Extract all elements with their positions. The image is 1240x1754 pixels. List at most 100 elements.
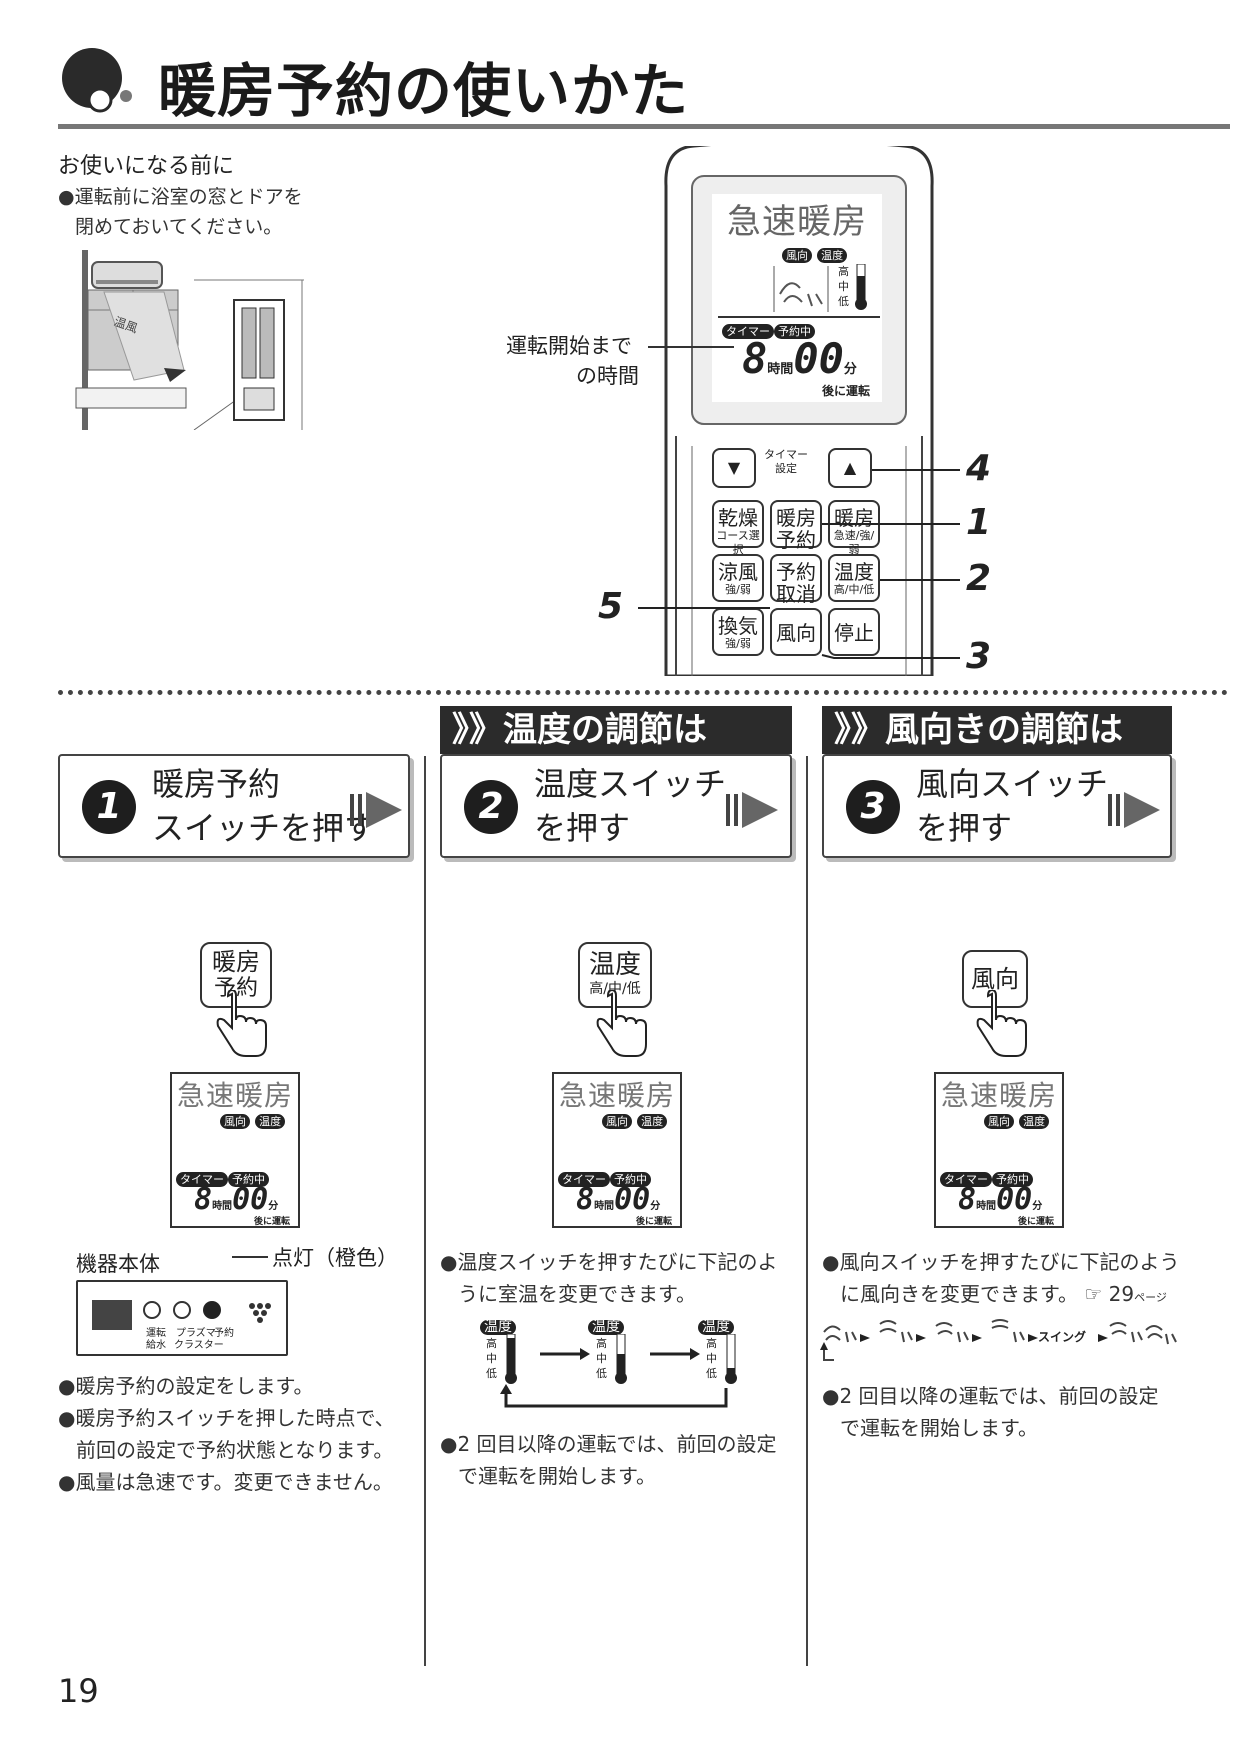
col2-desc-a: ●温度スイッチを押すたびに下記のよ xyxy=(440,1250,778,1274)
timer-label-2: 設定 xyxy=(775,462,797,475)
unit-lamps xyxy=(143,1301,221,1319)
step-2-line2: を押す xyxy=(534,809,631,847)
timer-down-button[interactable]: ▼ xyxy=(712,448,756,488)
page-number: 19 xyxy=(58,1672,99,1710)
unit-panel: 運転 給水 プラズマ クラスター 予約 xyxy=(76,1280,288,1356)
callout-4: 4 xyxy=(966,448,992,489)
lamp-cluster: クラスター xyxy=(174,1340,224,1351)
unit-display xyxy=(92,1300,132,1330)
step-2-lcd: 急速暖房 風向 温度 タイマー予約中 8時間00分 後に運転 xyxy=(552,1072,682,1228)
remote-lcd-louver-icon xyxy=(772,264,832,318)
step-3-box: 3 風向スイッチ を押す xyxy=(822,754,1172,858)
remote-lcd: 急速暖房 風向 温度 高 中 低 タイマー予約中 8時間00分 後に運転 xyxy=(712,194,882,402)
heating-button[interactable]: 暖房急速/強/弱 xyxy=(828,500,880,556)
thermometer-high-icon xyxy=(505,1334,517,1384)
thermometer-low-icon xyxy=(725,1334,737,1384)
step-3-hand-icon xyxy=(976,990,1027,1057)
col1-note2b: 前回の設定で予約状態となります。 xyxy=(76,1438,394,1462)
col3-note-b: で運転を開始します。 xyxy=(840,1416,1038,1440)
wind-direction-button[interactable]: 風向 xyxy=(770,608,822,656)
remote-time-label-line1: 運転開始まで xyxy=(506,334,632,358)
remote-lcd-timer: タイマー xyxy=(722,324,774,339)
remote-lcd-ondo: 温度 xyxy=(817,248,848,263)
col3-note-a: ●2 回目以降の運転では、前回の設定 xyxy=(822,1384,1159,1408)
intro-bullet-line2: 閉めておいてください。 xyxy=(75,216,283,238)
reservation-cancel-button[interactable]: 予約取消 xyxy=(770,554,822,605)
step-3-line1: 風向スイッチ xyxy=(916,765,1109,803)
page-ref-link[interactable]: ☞ 29 xyxy=(1084,1282,1135,1306)
step-1-hand-icon xyxy=(216,990,267,1057)
timer-label-1: タイマー xyxy=(764,448,808,461)
callout-1: 1 xyxy=(966,502,992,543)
step-3-lcd: 急速暖房 風向 温度 タイマー予約中 8時間00分 後に運転 xyxy=(934,1072,1064,1228)
step-1-number: 1 xyxy=(82,780,136,834)
remote-lcd-minutes-unit: 分 xyxy=(843,362,857,377)
col2-desc-b: うに室温を変更できます。 xyxy=(458,1282,696,1306)
page-ref-unit: ページ xyxy=(1134,1291,1167,1304)
step-3-next-arrow-icon xyxy=(1108,792,1160,828)
cool-air-button[interactable]: 涼風強/弱 xyxy=(712,554,764,602)
lamp-unten: 運転 xyxy=(146,1328,166,1339)
col3-desc-b-text: に風向きを変更できます。 xyxy=(840,1282,1078,1306)
step-1-next-arrow-icon xyxy=(350,792,402,828)
intro-bullet-line1: ●運転前に浴室の窓とドアを xyxy=(58,186,303,208)
remote-lcd-thermometer-icon xyxy=(854,263,868,316)
sharp-logo-icon xyxy=(249,1303,271,1323)
lamp-leader xyxy=(232,1256,268,1258)
col2-note-b: で運転を開始します。 xyxy=(458,1464,656,1488)
step-2-line1: 温度スイッチ xyxy=(534,765,727,803)
col1-note2a: ●暖房予約スイッチを押した時点で、 xyxy=(58,1406,395,1430)
callout-2: 2 xyxy=(966,558,992,599)
therm-1-label: 温度 xyxy=(480,1320,516,1335)
step-2-hand-icon xyxy=(596,990,647,1057)
timer-up-button[interactable]: ▲ xyxy=(828,448,872,488)
col3-desc-a: ●風向スイッチを押すたびに下記のよう xyxy=(822,1250,1180,1274)
title-icon xyxy=(58,44,138,114)
therm-3-label: 温度 xyxy=(698,1320,734,1335)
remote-time-label-line2: の時間 xyxy=(576,364,639,388)
step-1-line1: 暖房予約 xyxy=(152,765,281,803)
remote-lcd-minutes: 00 xyxy=(793,334,844,383)
step-1-line2: スイッチを押す xyxy=(152,809,377,847)
step-3-number: 3 xyxy=(846,780,900,834)
remote-lcd-yoyaku: 予約中 xyxy=(774,324,815,339)
remote-lcd-low: 低 xyxy=(838,295,849,308)
unit-label: 機器本体 xyxy=(76,1252,160,1276)
ventilation-button[interactable]: 換気強/弱 xyxy=(712,608,764,656)
dry-course-button[interactable]: 乾燥コース選択 xyxy=(712,500,764,556)
temp-section-header: 》》温度の調節は xyxy=(440,706,792,754)
stop-button[interactable]: 停止 xyxy=(828,608,880,656)
thermometer-mid-icon xyxy=(615,1334,627,1384)
remote-time-leader xyxy=(648,346,734,348)
swing-label: スイング xyxy=(1038,1330,1087,1344)
remote-lcd-hours-unit: 時間 xyxy=(767,362,794,377)
title-rule xyxy=(58,124,1230,129)
col1-note1: ●暖房予約の設定をします。 xyxy=(58,1374,314,1398)
callout-5: 5 xyxy=(598,586,624,627)
column-divider-1 xyxy=(424,756,426,1666)
step-2-box: 2 温度スイッチ を押す xyxy=(440,754,792,858)
thermo-sequence: 温度 温度 温度 高中低 高中低 高中低 xyxy=(470,1316,790,1416)
column-divider-2 xyxy=(806,756,808,1666)
remote-lcd-mid: 中 xyxy=(838,280,849,293)
step-1-box: 1 暖房予約 スイッチを押す xyxy=(58,754,410,858)
heating-reservation-button[interactable]: 暖房予約 xyxy=(770,500,822,551)
lamp-label: 点灯（橙色） xyxy=(272,1246,398,1270)
callout-3: 3 xyxy=(966,636,992,677)
intro-heading: お使いになる前に xyxy=(58,154,235,179)
therm-2-label: 温度 xyxy=(588,1320,624,1335)
lamp-plasma: プラズマ xyxy=(176,1328,216,1339)
step-2-next-arrow-icon xyxy=(726,792,778,828)
bathroom-illustration: 温風 xyxy=(74,250,304,431)
col3-desc-b: に風向きを変更できます。 ☞ 29ページ xyxy=(840,1278,1167,1314)
wind-section-header: 》》風向きの調節は xyxy=(822,706,1172,754)
remote-lcd-hours: 8 xyxy=(742,334,768,383)
temperature-button[interactable]: 温度高/中/低 xyxy=(828,554,880,602)
page-title: 暖房予約の使いかた xyxy=(158,57,690,125)
remote-lcd-high: 高 xyxy=(838,265,849,278)
thermo-arrows xyxy=(500,1348,728,1408)
step-1-lcd: 急速暖房 風向 温度 タイマー予約中 8時間00分 後に運転 xyxy=(170,1072,300,1228)
lamp-kyusui: 給水 xyxy=(146,1340,166,1351)
col2-note-a: ●2 回目以降の運転では、前回の設定 xyxy=(440,1432,777,1456)
dotted-divider xyxy=(58,690,1228,695)
